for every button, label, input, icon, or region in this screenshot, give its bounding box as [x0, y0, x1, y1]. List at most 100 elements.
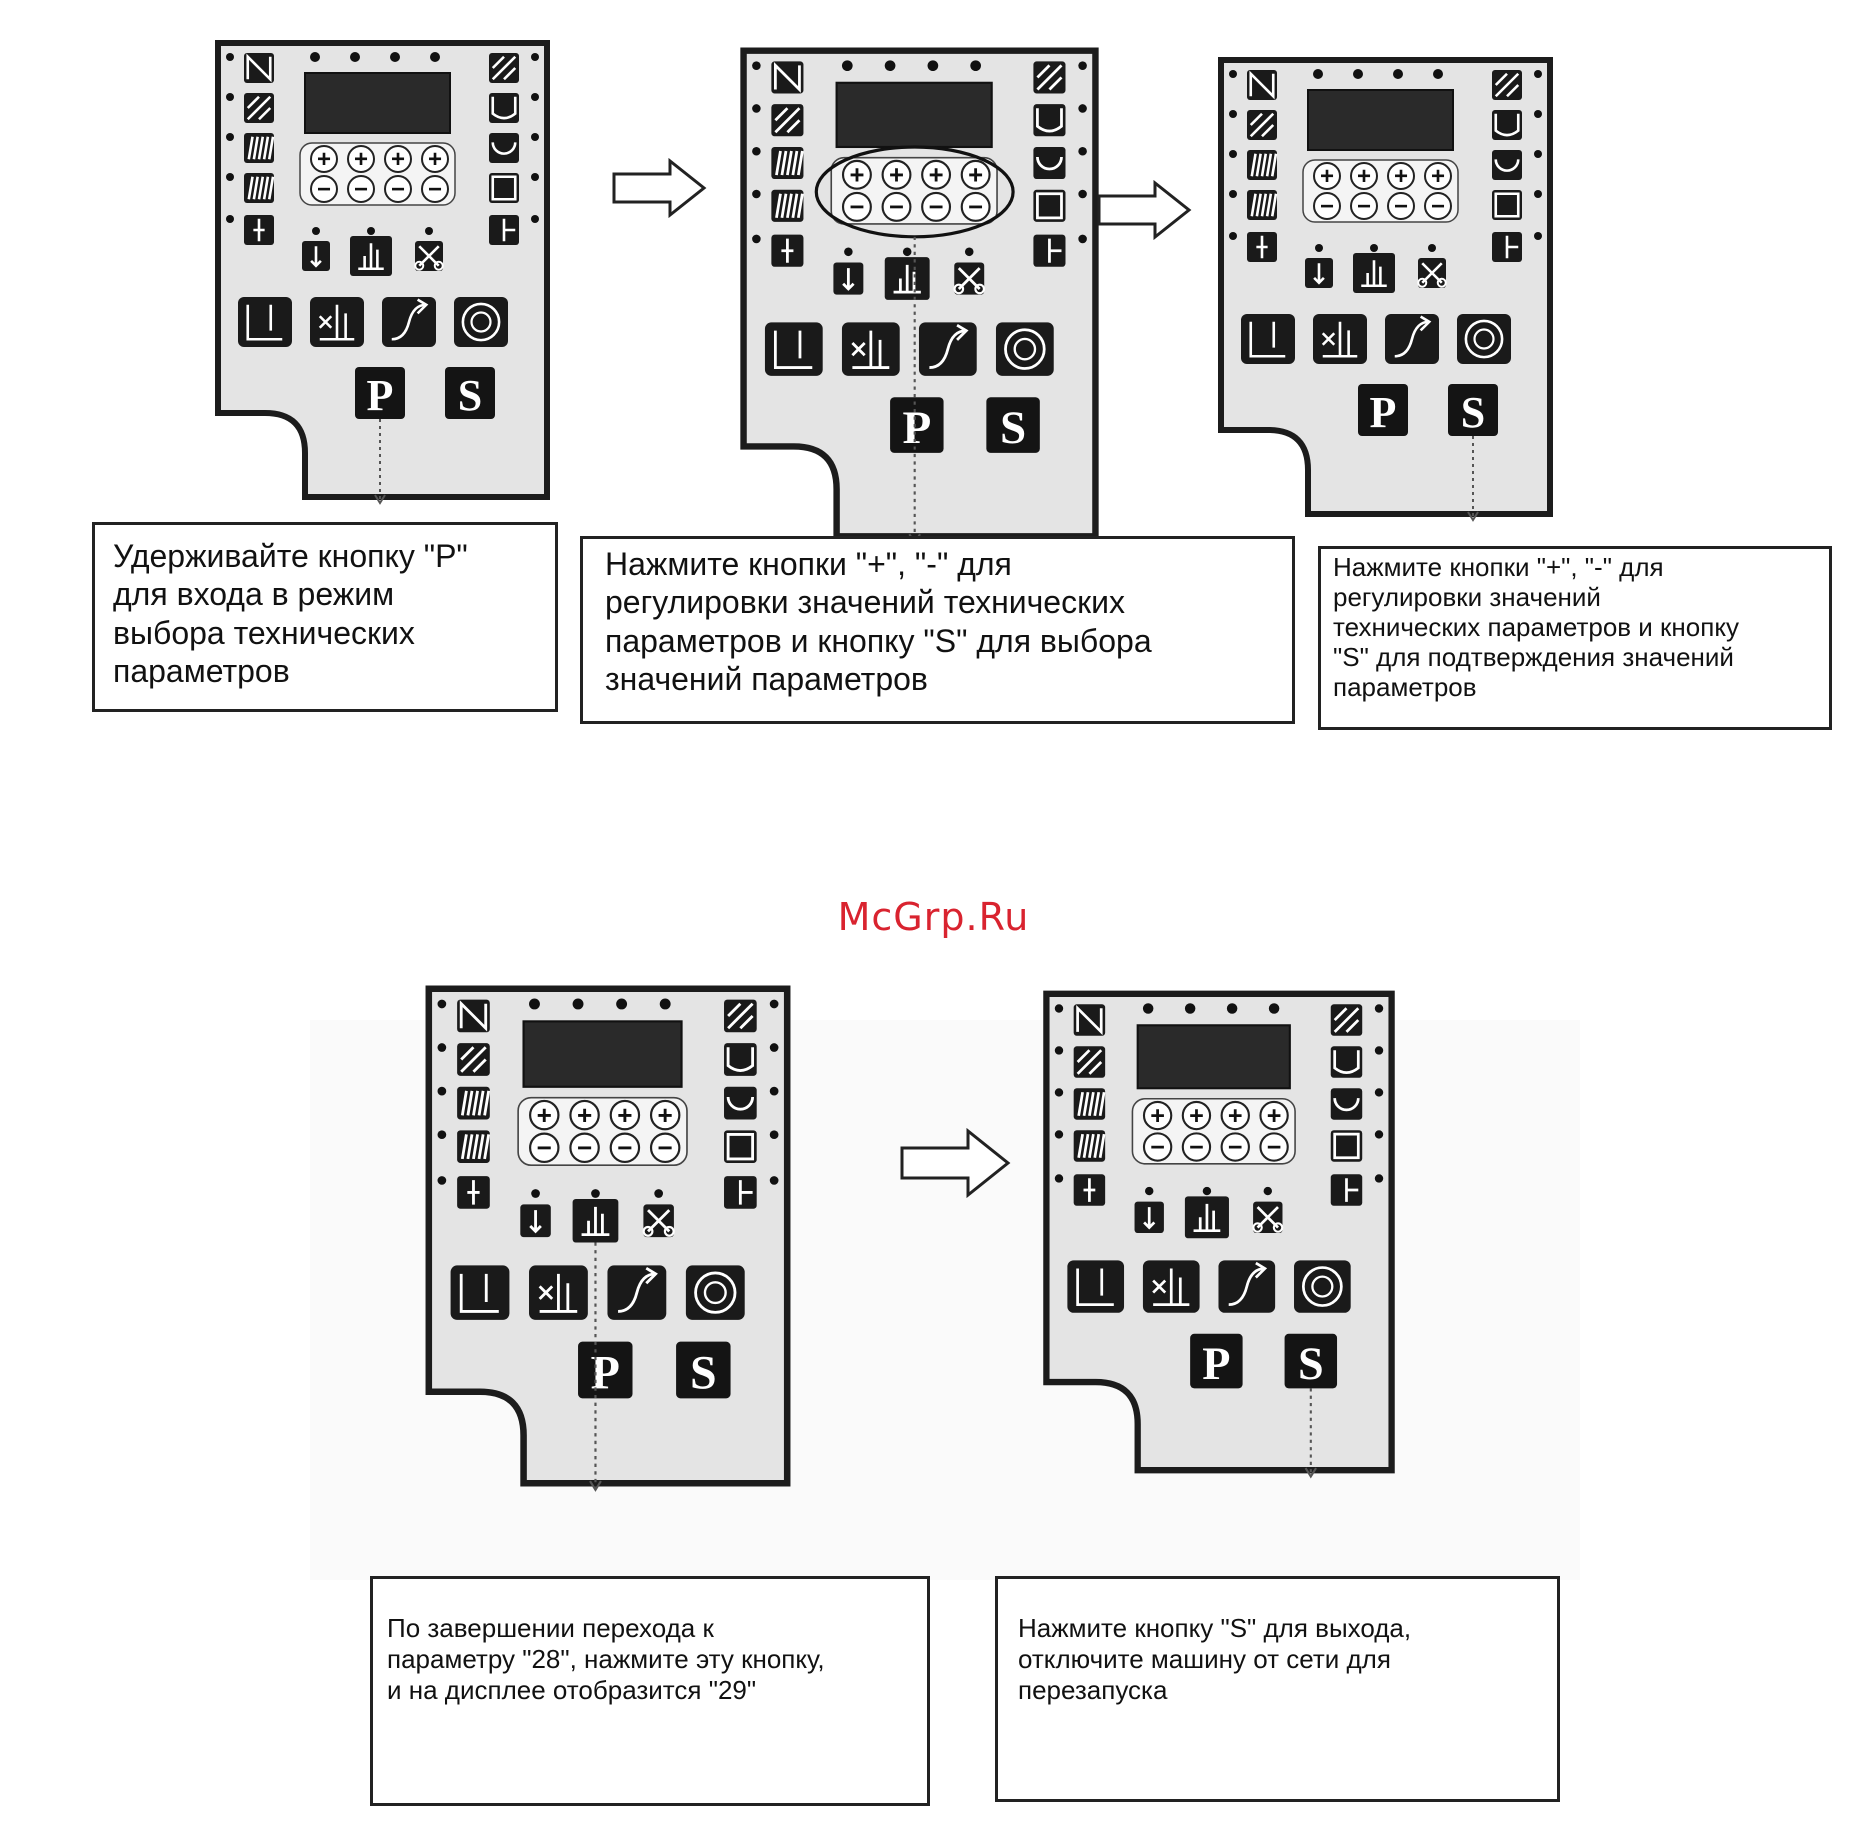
- trim-foot-icon[interactable]: [310, 297, 364, 347]
- thread-trim-icon[interactable]: [414, 241, 444, 271]
- minus-key-1[interactable]: −: [841, 191, 872, 222]
- minus-key-4[interactable]: −: [1259, 1132, 1289, 1162]
- plus-key-4[interactable]: +: [649, 1100, 681, 1131]
- presser-foot-icon[interactable]: [1067, 1260, 1125, 1313]
- slow-start-icon[interactable]: [884, 257, 930, 300]
- soft-start-icon[interactable]: [918, 322, 977, 376]
- needle-position-icon[interactable]: [1492, 232, 1522, 262]
- plus-key-4[interactable]: +: [1424, 162, 1452, 190]
- trim-foot-icon[interactable]: [529, 1265, 588, 1320]
- cycle-icon[interactable]: [1294, 1260, 1351, 1313]
- reverse-stitch-end-icon[interactable]: [244, 93, 274, 123]
- square-stitch-icon[interactable]: [489, 173, 519, 203]
- reverse-stitch-end-icon[interactable]: [1073, 1046, 1106, 1078]
- plus-key-3[interactable]: +: [1387, 162, 1415, 190]
- minus-key-3[interactable]: −: [1220, 1132, 1250, 1162]
- trim-foot-icon[interactable]: [841, 322, 900, 376]
- minus-key-1[interactable]: −: [1313, 192, 1341, 220]
- loop-stitch-icon[interactable]: [1492, 110, 1522, 140]
- needle-position-icon[interactable]: [489, 215, 519, 245]
- loop-stitch-icon[interactable]: [1033, 104, 1066, 137]
- needle-position-icon[interactable]: [724, 1176, 757, 1209]
- thread-trim-icon[interactable]: [642, 1204, 675, 1238]
- zigzag-stitch-icon[interactable]: [1330, 1004, 1363, 1036]
- p-key[interactable]: P: [1358, 384, 1408, 437]
- multi-stitch-icon[interactable]: [1247, 150, 1278, 180]
- zigzag-stitch-icon[interactable]: [1492, 70, 1522, 100]
- single-needle-icon[interactable]: [457, 1176, 490, 1209]
- s-key[interactable]: S: [986, 397, 1040, 454]
- s-key[interactable]: S: [676, 1341, 731, 1400]
- slow-start-icon[interactable]: [1353, 253, 1395, 293]
- p-key[interactable]: P: [578, 1341, 633, 1400]
- reverse-stitch-end-icon[interactable]: [771, 104, 804, 137]
- p-key[interactable]: P: [1190, 1333, 1243, 1389]
- zigzag-stitch-icon[interactable]: [1033, 61, 1066, 94]
- bartack-icon[interactable]: [724, 1086, 757, 1120]
- cycle-icon[interactable]: [685, 1265, 745, 1320]
- presser-foot-icon[interactable]: [1241, 314, 1295, 364]
- needle-up-down-icon[interactable]: [520, 1204, 551, 1238]
- presser-foot-icon[interactable]: [764, 322, 823, 376]
- single-needle-icon[interactable]: [771, 234, 804, 267]
- needle-up-down-icon[interactable]: [1305, 258, 1333, 288]
- multi-stitch-icon[interactable]: [244, 133, 275, 163]
- plus-key-3[interactable]: +: [1220, 1100, 1250, 1131]
- p-key[interactable]: P: [890, 397, 944, 454]
- plus-key-3[interactable]: +: [384, 145, 412, 173]
- zigzag-stitch-icon[interactable]: [724, 999, 757, 1033]
- plus-key-1[interactable]: +: [841, 159, 872, 190]
- loop-stitch-icon[interactable]: [724, 1043, 757, 1076]
- plus-key-4[interactable]: +: [421, 145, 449, 173]
- minus-key-2[interactable]: −: [569, 1132, 600, 1164]
- loop-stitch-icon[interactable]: [1330, 1046, 1363, 1078]
- square-stitch-icon[interactable]: [1033, 189, 1066, 222]
- bartack-icon[interactable]: [1033, 146, 1066, 180]
- minus-key-2[interactable]: −: [1350, 192, 1378, 220]
- plus-key-1[interactable]: +: [1142, 1100, 1173, 1131]
- minus-key-4[interactable]: −: [649, 1132, 681, 1164]
- soft-start-icon[interactable]: [607, 1265, 667, 1320]
- reverse-stitch-start-icon[interactable]: [457, 999, 490, 1033]
- minus-key-3[interactable]: −: [921, 191, 952, 222]
- minus-key-1[interactable]: −: [1142, 1132, 1173, 1162]
- s-key[interactable]: S: [1448, 384, 1498, 437]
- needle-position-icon[interactable]: [1330, 1174, 1363, 1206]
- minus-key-4[interactable]: −: [1424, 192, 1452, 220]
- cycle-icon[interactable]: [995, 322, 1054, 376]
- reverse-stitch-start-icon[interactable]: [771, 61, 804, 94]
- reverse-stitch-end-icon[interactable]: [1247, 110, 1277, 140]
- presser-foot-icon[interactable]: [450, 1265, 510, 1320]
- reverse-stitch-start-icon[interactable]: [244, 53, 274, 83]
- multi-stitch-icon[interactable]: [1073, 1088, 1106, 1120]
- minus-key-3[interactable]: −: [1387, 192, 1415, 220]
- plus-key-2[interactable]: +: [569, 1100, 600, 1131]
- plus-key-2[interactable]: +: [1181, 1100, 1212, 1131]
- multi-stitch-alt-icon[interactable]: [457, 1130, 491, 1164]
- multi-stitch-alt-icon[interactable]: [771, 189, 804, 222]
- square-stitch-icon[interactable]: [1330, 1130, 1363, 1162]
- single-needle-icon[interactable]: [1073, 1174, 1106, 1206]
- plus-key-3[interactable]: +: [921, 159, 952, 190]
- single-needle-icon[interactable]: [244, 215, 274, 245]
- plus-key-1[interactable]: +: [1313, 162, 1341, 190]
- minus-key-3[interactable]: −: [384, 175, 412, 203]
- soft-start-icon[interactable]: [382, 297, 436, 347]
- minus-key-2[interactable]: −: [881, 191, 912, 222]
- plus-key-2[interactable]: +: [881, 159, 912, 190]
- minus-key-4[interactable]: −: [960, 191, 991, 222]
- minus-key-1[interactable]: −: [310, 175, 338, 203]
- cycle-icon[interactable]: [1457, 314, 1511, 364]
- plus-key-3[interactable]: +: [609, 1100, 641, 1131]
- single-needle-icon[interactable]: [1247, 232, 1277, 262]
- needle-up-down-icon[interactable]: [1134, 1201, 1164, 1234]
- thread-trim-icon[interactable]: [953, 262, 986, 295]
- plus-key-4[interactable]: +: [1259, 1100, 1289, 1131]
- trim-foot-icon[interactable]: [1142, 1260, 1200, 1313]
- plus-key-1[interactable]: +: [310, 145, 338, 173]
- bartack-icon[interactable]: [1492, 150, 1522, 180]
- plus-key-2[interactable]: +: [1350, 162, 1378, 190]
- plus-key-2[interactable]: +: [347, 145, 375, 173]
- s-key[interactable]: S: [445, 367, 495, 420]
- slow-start-icon[interactable]: [572, 1198, 619, 1243]
